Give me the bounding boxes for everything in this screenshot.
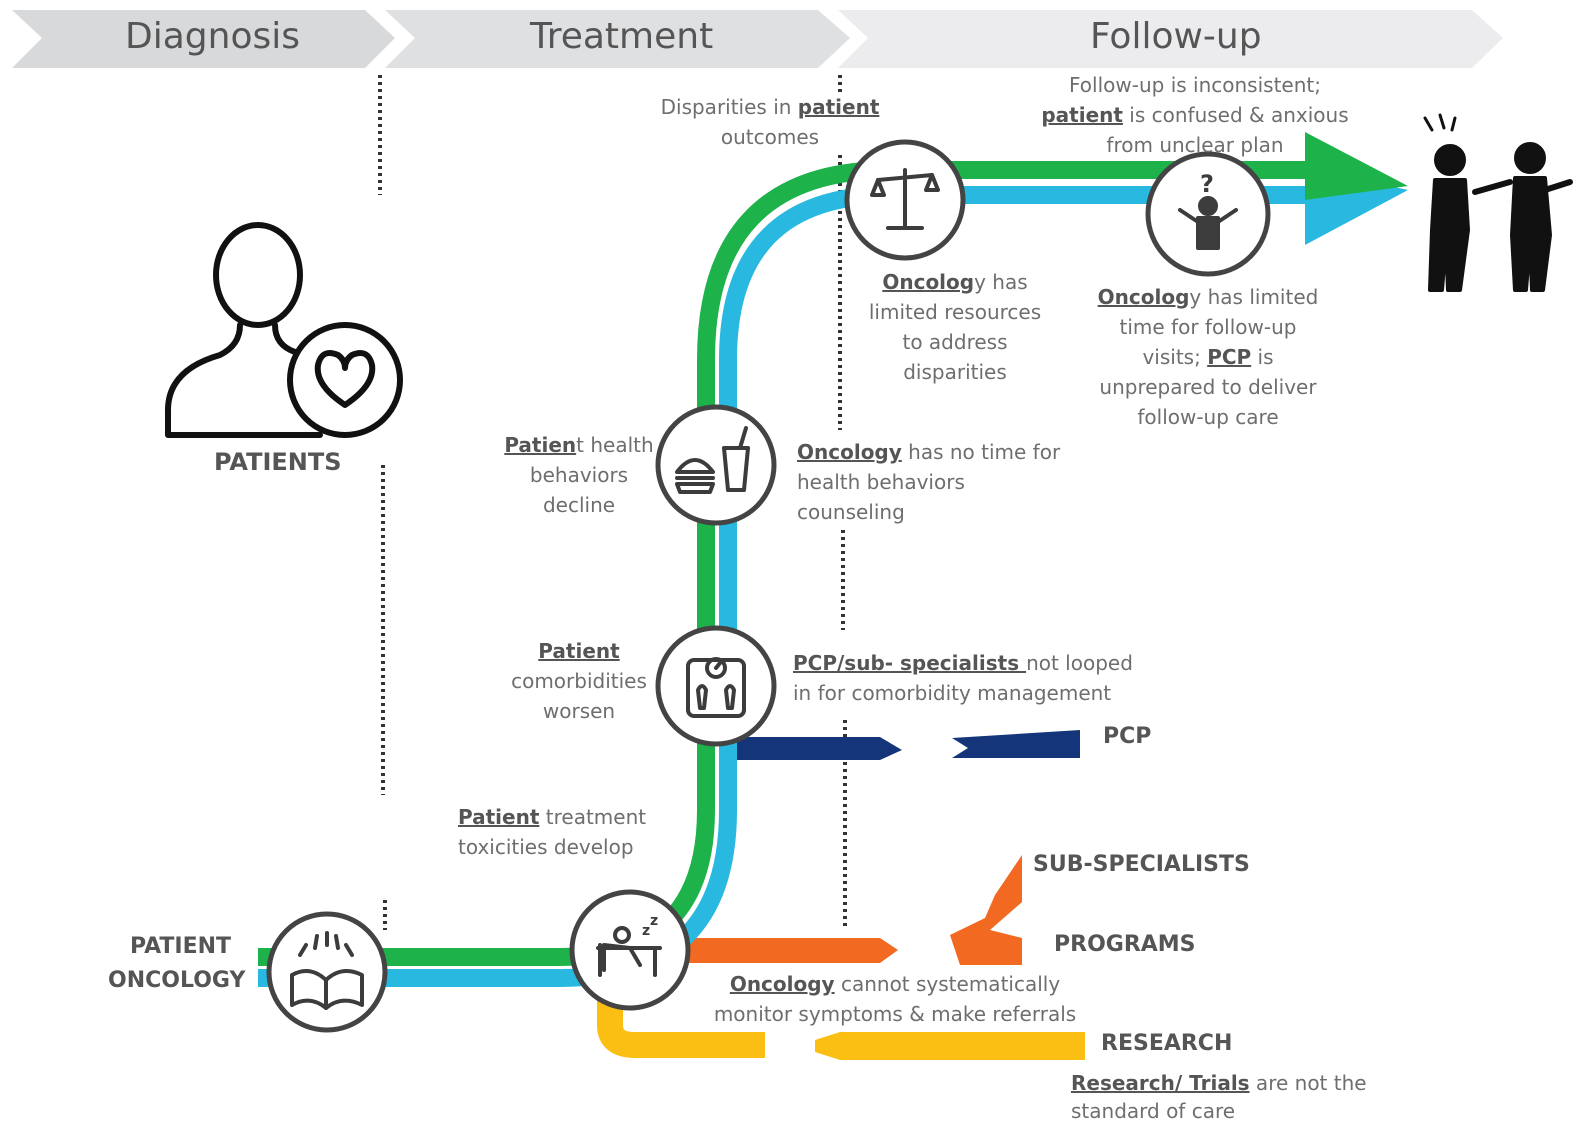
sleeping-person-icon: z z (596, 913, 662, 977)
label-followup-inconsistent: Follow-up is inconsistent; patient is co… (1041, 73, 1349, 157)
actor-research: RESEARCH (1101, 1031, 1233, 1056)
patient-arrowhead (1305, 132, 1408, 200)
label-no-time-counseling: Oncology has no time for health behavior… (797, 440, 1061, 524)
research-arrow (815, 1032, 1085, 1060)
actor-oncology: ONCOLOGY (108, 968, 246, 993)
svg-text:z: z (642, 923, 650, 939)
patient-heart-icon (165, 222, 403, 438)
node-circles (266, 139, 1271, 1033)
programs-path (680, 938, 898, 963)
pcp-path (730, 737, 902, 760)
actor-pcp: PCP (1103, 724, 1152, 749)
research-path (597, 990, 765, 1058)
scale-icon (686, 657, 746, 718)
label-oncology-resources: Oncology has limited resources to addres… (868, 270, 1042, 384)
actor-programs: PROGRAMS (1054, 932, 1196, 957)
food-icon (675, 426, 750, 494)
label-comorbidities: Patient comorbidities worsen (511, 639, 647, 723)
label-pcp-not-looped: PCP/sub- specialists not looped in for c… (793, 651, 1133, 705)
label-disparities: Disparities in patient outcomes (660, 95, 880, 149)
label-trials: Research/ Trials are not the standard of… (1071, 1071, 1367, 1123)
actor-patient: PATIENT (130, 934, 232, 959)
stage-diagnosis: Diagnosis (125, 16, 300, 57)
stage-chevron-followup (838, 10, 1503, 68)
balance-icon (870, 168, 940, 230)
label-toxicities: Patient treatment toxicities develop (458, 805, 647, 859)
pcp-arrow (952, 730, 1080, 758)
label-oncology-followup: Oncology has limited time for follow-up … (1097, 285, 1319, 429)
node-behaviors (655, 404, 777, 526)
svg-text:?: ? (1200, 170, 1214, 198)
actor-sub-specialists: SUB-SPECIALISTS (1033, 852, 1250, 877)
confused-person-icon: ? (1178, 170, 1238, 250)
doctor-patient-icon (1423, 113, 1573, 292)
stage-chevron-diagnosis (12, 10, 395, 68)
programs-arrow (950, 855, 1022, 965)
label-cannot-monitor: Oncology cannot systematically monitor s… (713, 972, 1077, 1026)
svg-text:z: z (650, 913, 658, 929)
actor-patients: PATIENTS (214, 448, 342, 476)
stage-chevron-treatment (385, 10, 850, 68)
node-comorbidity (655, 625, 777, 747)
stage-followup: Follow-up (1090, 16, 1262, 57)
stage-treatment: Treatment (530, 16, 714, 57)
label-health-behaviors: Patient health behaviors decline (504, 433, 654, 517)
book-icon (290, 931, 364, 1010)
